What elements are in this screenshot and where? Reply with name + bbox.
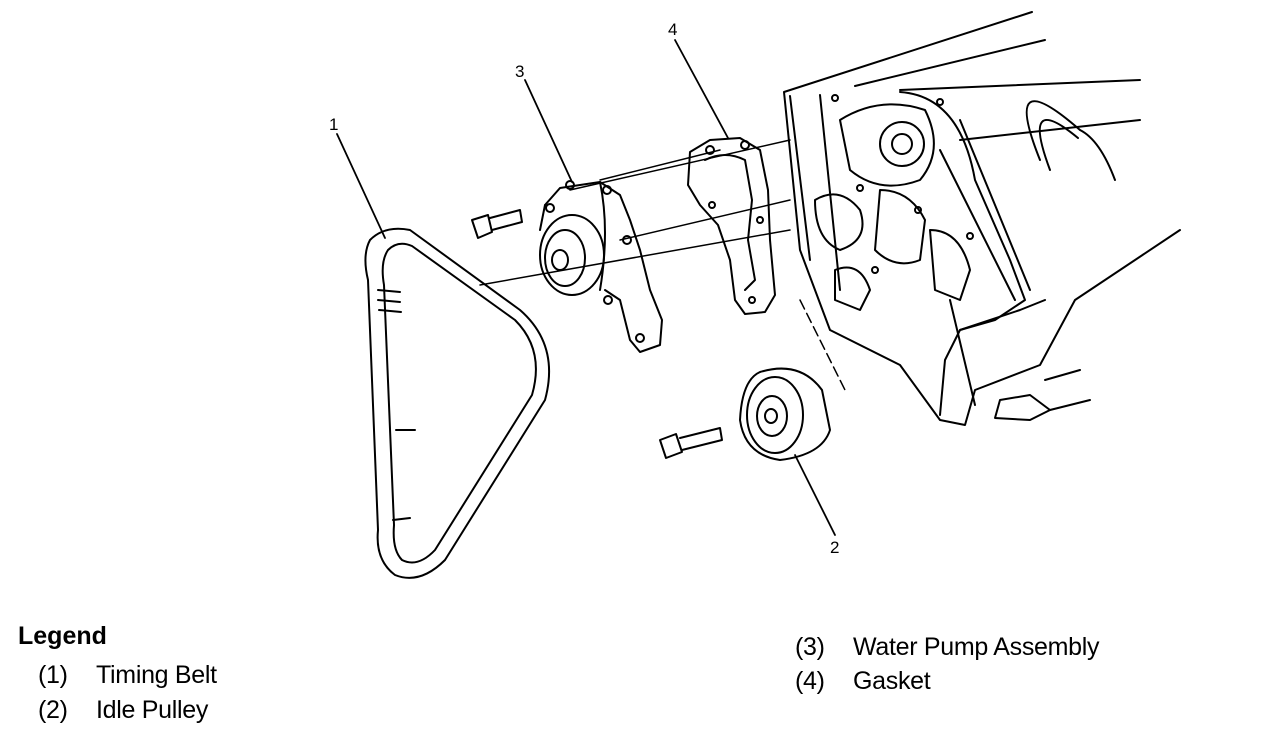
legend-item-label: Gasket bbox=[853, 667, 931, 695]
legend-item-label: Water Pump Assembly bbox=[853, 633, 1100, 661]
legend-item-label: Timing Belt bbox=[96, 661, 217, 689]
legend-title: Legend bbox=[18, 622, 107, 650]
legend-item-number: (3) bbox=[795, 633, 825, 661]
water-pump-assembly bbox=[539, 180, 663, 353]
callout-3: 3 bbox=[515, 62, 524, 81]
legend-item-number: (2) bbox=[38, 696, 68, 724]
legend-item-label: Idle Pulley bbox=[96, 696, 209, 724]
idle-pulley-bolt bbox=[659, 427, 723, 459]
legend-item: (3) Water Pump Assembly bbox=[795, 630, 1100, 664]
legend-item: (1) Timing Belt bbox=[38, 658, 217, 692]
idle-pulley bbox=[739, 367, 831, 461]
exploded-view-diagram: 1 3 4 2 bbox=[329, 11, 1181, 579]
legend-item: (4) Gasket bbox=[795, 664, 931, 698]
callout-leaders bbox=[336, 39, 836, 536]
water-pump-bolt bbox=[471, 209, 523, 239]
callout-4: 4 bbox=[668, 20, 677, 39]
alignment-lines bbox=[479, 139, 846, 391]
callout-2: 2 bbox=[830, 538, 839, 557]
legend-item: (2) Idle Pulley bbox=[38, 693, 208, 727]
timing-belt bbox=[364, 227, 551, 579]
callout-1: 1 bbox=[329, 115, 338, 134]
legend-item-number: (4) bbox=[795, 667, 825, 695]
gasket bbox=[687, 137, 776, 315]
legend-item-number: (1) bbox=[38, 661, 68, 689]
engine-front-cover bbox=[783, 11, 1181, 426]
